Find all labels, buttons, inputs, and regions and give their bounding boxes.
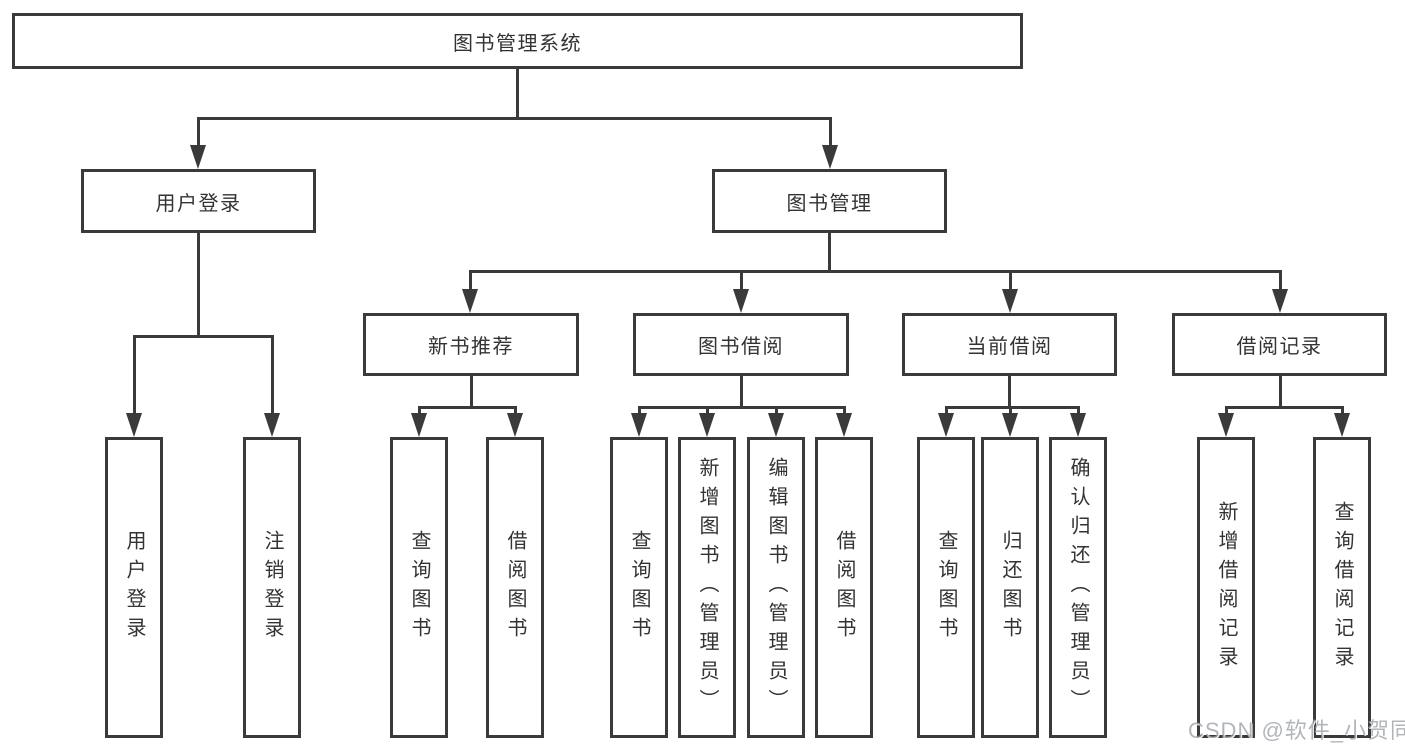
connector-line (829, 117, 832, 147)
connector-line (740, 270, 743, 291)
connector-line (197, 117, 832, 120)
connector-line (197, 117, 200, 147)
arrowhead-down-icon (733, 289, 749, 313)
connector-line (271, 335, 274, 415)
leaf-confirm-return-admin-label: 确认归还（管理员） (1067, 457, 1089, 718)
connector-line (843, 406, 846, 416)
connector-line (418, 406, 517, 409)
arrowhead-down-icon (411, 413, 427, 437)
node-book-borrowing: 图书借阅 (633, 313, 849, 376)
csdn-watermark: CSDN @软件_小贺同学 (1188, 718, 1405, 743)
connector-line (1225, 406, 1344, 409)
connector-line (945, 406, 1080, 409)
leaf-query-books-3: 查询图书 (917, 437, 975, 738)
leaf-add-books-admin: 新增图书（管理员） (678, 437, 736, 738)
leaf-query-books-1: 查询图书 (390, 437, 448, 738)
node-user-login-label: 用户登录 (155, 192, 242, 215)
connector-line (775, 406, 778, 416)
arrowhead-down-icon (768, 413, 784, 437)
node-book-management: 图书管理 (712, 169, 947, 233)
connector-line (1009, 270, 1012, 291)
arrowhead-down-icon (938, 413, 954, 437)
connector-line (1009, 406, 1012, 416)
connector-line (133, 335, 274, 338)
leaf-borrow-books-2-label: 借阅图书 (833, 529, 855, 646)
arrowhead-down-icon (190, 145, 206, 169)
connector-line (418, 406, 421, 416)
node-borrow-records-label: 借阅记录 (1236, 336, 1323, 358)
arrowhead-down-icon (264, 413, 280, 437)
node-user-login: 用户登录 (81, 169, 316, 233)
leaf-user-login: 用户登录 (105, 437, 163, 738)
connector-line (133, 335, 136, 415)
connector-line (638, 406, 846, 409)
leaf-query-borrow-record: 查询借阅记录 (1313, 437, 1371, 738)
leaf-query-books-3-label: 查询图书 (935, 529, 957, 646)
arrowhead-down-icon (1218, 413, 1234, 437)
leaf-borrow-books-1-label: 借阅图书 (504, 529, 526, 646)
connector-line (470, 376, 473, 409)
arrowhead-down-icon (1002, 289, 1018, 313)
connector-line (1225, 406, 1228, 416)
connector-line (516, 69, 519, 118)
leaf-edit-books-admin: 编辑图书（管理员） (747, 437, 805, 738)
node-borrow-records: 借阅记录 (1172, 313, 1387, 376)
leaf-logout-label: 注销登录 (261, 529, 283, 646)
arrowhead-down-icon (462, 289, 478, 313)
node-book-borrowing-label: 图书借阅 (698, 336, 784, 358)
arrowhead-down-icon (1334, 413, 1350, 437)
leaf-query-books-1-label: 查询图书 (408, 529, 430, 646)
connector-line (740, 376, 743, 409)
leaf-query-books-2: 查询图书 (610, 437, 668, 738)
node-new-book-recommend-label: 新书推荐 (428, 336, 514, 358)
leaf-query-books-2-label: 查询图书 (628, 529, 650, 646)
connector-line (469, 270, 1282, 273)
leaf-query-borrow-record-label: 查询借阅记录 (1331, 500, 1353, 675)
leaf-add-books-admin-label: 新增图书（管理员） (696, 457, 718, 718)
arrowhead-down-icon (507, 413, 523, 437)
node-current-borrowing: 当前借阅 (902, 313, 1117, 376)
arrowhead-down-icon (1002, 413, 1018, 437)
leaf-return-books-label: 归还图书 (999, 529, 1021, 646)
arrowhead-down-icon (1070, 413, 1086, 437)
arrowhead-down-icon (699, 413, 715, 437)
arrowhead-down-icon (126, 413, 142, 437)
node-root: 图书管理系统 (12, 13, 1023, 69)
leaf-edit-books-admin-label: 编辑图书（管理员） (765, 457, 787, 718)
connector-line (706, 406, 709, 416)
arrowhead-down-icon (631, 413, 647, 437)
node-current-borrowing-label: 当前借阅 (966, 336, 1053, 358)
connector-line (469, 270, 472, 291)
leaf-user-login-label: 用户登录 (123, 529, 145, 646)
leaf-logout: 注销登录 (243, 437, 301, 738)
node-book-management-label: 图书管理 (786, 192, 873, 215)
connector-line (828, 233, 831, 273)
arrowhead-down-icon (1272, 289, 1288, 313)
connector-line (1341, 406, 1344, 416)
connector-line (1008, 376, 1011, 409)
leaf-confirm-return-admin: 确认归还（管理员） (1049, 437, 1107, 738)
leaf-add-borrow-record: 新增借阅记录 (1197, 437, 1255, 738)
leaf-borrow-books-2: 借阅图书 (815, 437, 873, 738)
connector-line (1077, 406, 1080, 416)
connector-line (945, 406, 948, 416)
leaf-add-borrow-record-label: 新增借阅记录 (1215, 500, 1237, 675)
connector-line (1279, 270, 1282, 291)
connector-line (197, 233, 200, 338)
connector-line (1279, 376, 1282, 409)
node-root-label: 图书管理系统 (453, 32, 582, 55)
leaf-borrow-books-1: 借阅图书 (486, 437, 544, 738)
arrowhead-down-icon (822, 145, 838, 169)
connector-line (638, 406, 641, 416)
connector-line (514, 406, 517, 416)
leaf-return-books: 归还图书 (981, 437, 1039, 738)
arrowhead-down-icon (836, 413, 852, 437)
node-new-book-recommend: 新书推荐 (363, 313, 579, 376)
